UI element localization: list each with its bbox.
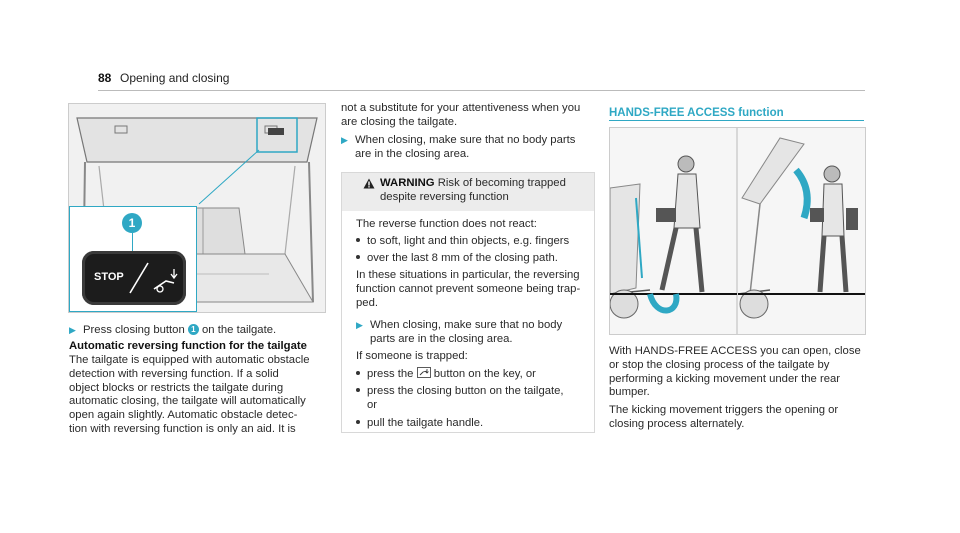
text-line: detection with reversing function. If a … [69,367,279,380]
warning-title: WARNING Risk of becoming trapped despite… [380,177,590,205]
text-line: or stop the closing process of the tailg… [609,358,830,371]
warning-header [342,173,594,211]
reversing-heading: Automatic reversing function for the tai… [69,340,307,352]
text-line: press the closing button on the tailgate… [367,384,564,397]
step-arrow-icon: ▶ [69,325,76,335]
text-line: button on the key, or [433,368,536,381]
text-line: to soft, light and thin objects, e.g. fi… [367,234,570,247]
warning-body: The reverse function does not react: to … [356,218,592,430]
body-parts-step: ▶ When closing, make sure that no body pa… [341,134,596,162]
header-rule [98,90,865,91]
text-line: over the last 8 mm of the closing path. [367,251,558,264]
tailgate-figure: 1 STOP [68,103,326,313]
bullet [356,371,360,376]
step-text: Press closing button [83,324,185,336]
hands-free-paragraph: With HANDS-FREE ACCESS you can open, clo… [609,345,869,432]
text-line: With HANDS-FREE ACCESS you can open, clo… [609,345,861,357]
text-line: When closing, make sure that no body [370,318,563,331]
text-line: parts are in the closing area. [370,332,513,345]
warning-triangle-icon [363,178,375,189]
hands-free-figure [609,127,866,335]
tailgate-close-icon [129,262,178,294]
text-line: closing process alternately. [609,417,745,430]
bullet [356,419,360,424]
stop-label: STOP [94,271,124,283]
callout-line [132,233,133,251]
hands-free-heading: HANDS-FREE ACCESS function [609,107,784,119]
text-line: are in the closing area. [355,147,470,160]
stop-button: STOP [82,251,186,305]
warning-label: WARNING [380,177,435,189]
text-line: are closing the tailgate. [341,115,458,128]
press-closing-step: ▶ Press closing button 1 on the tailgate. [69,324,339,338]
stop-button-inset: 1 STOP [69,206,197,312]
text-line: In these situations in particular, the r… [356,269,580,282]
bullet [356,237,360,242]
text-line: not a substitute for your attentiveness … [341,102,581,114]
text-line: The reverse function does not react: [356,218,537,230]
text-line: ped. [356,296,378,309]
text-line: tion with reversing function is only an … [69,422,296,435]
text-line: Risk of becoming trapped [437,177,566,189]
step-badge: 1 [187,324,199,335]
callout-badge: 1 [122,213,142,233]
bullet [356,387,360,392]
section-title: Opening and closing [120,71,230,85]
tailgate-key-icon [416,367,431,379]
text-line: pull the tailgate handle. [367,416,484,429]
warning-box: WARNING Risk of becoming trapped despite… [341,172,595,433]
text-line: The kicking movement triggers the openin… [609,404,839,417]
text-line: open again slightly. Automatic obstacle … [69,409,298,422]
text-line: If someone is trapped: [356,350,468,363]
step-text-suffix: on the tailgate. [202,324,277,336]
intro-paragraph: not a substitute for your attentiveness … [341,102,596,130]
step-arrow-icon: ▶ [341,135,348,145]
text-line: press the [367,368,414,381]
text-line: object blocks or restricts the tailgate … [69,381,284,394]
text-line: automatic closing, the tailgate will aut… [69,395,306,408]
text-line: function cannot prevent someone being tr… [356,283,581,296]
text-line: performing a kicking movement under the … [609,372,841,385]
hands-free-rule [609,120,864,121]
bullet [356,254,360,259]
text-line: bumper. [609,386,650,399]
page-number: 88 [98,71,112,85]
text-line: The tailgate is equipped with automatic … [69,354,310,366]
text-line: or [367,398,378,411]
step-arrow-icon: ▶ [356,319,363,330]
text-line: despite reversing function [380,190,509,203]
text-line: When closing, make sure that no body par… [355,134,576,146]
reversing-paragraph: The tailgate is equipped with automatic … [69,354,344,437]
